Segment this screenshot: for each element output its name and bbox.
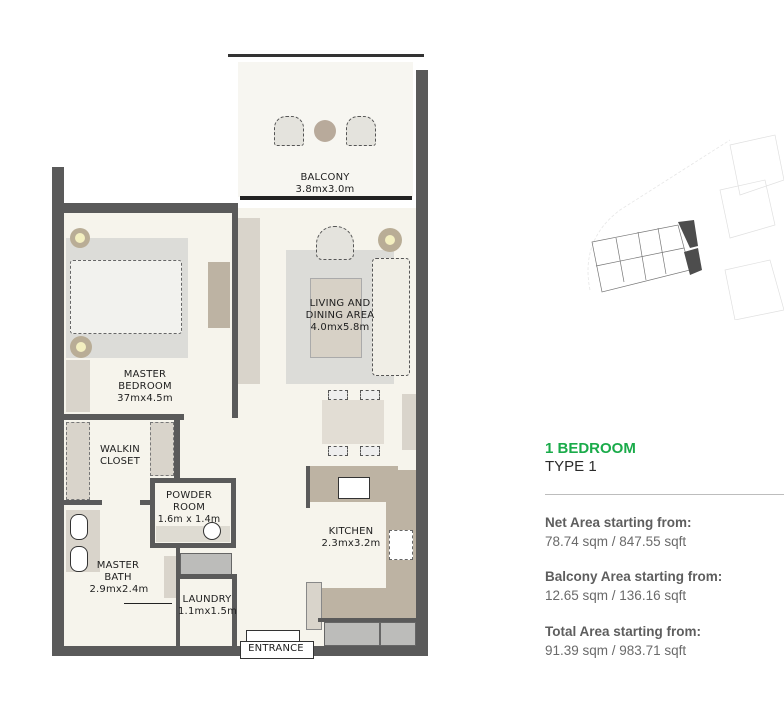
- balcony-chair-right: [346, 116, 376, 146]
- bath-rod: [124, 603, 172, 604]
- walkin-closet-label-2: CLOSET: [99, 456, 141, 467]
- kitchen-hob: [389, 530, 413, 560]
- balcony-table: [314, 120, 336, 142]
- unit-title: 1 BEDROOM: [545, 440, 636, 457]
- wall-bedroom-living: [232, 208, 238, 418]
- living-size: 4.0mx5.8m: [310, 322, 370, 333]
- wall-left: [52, 167, 64, 656]
- balcony-size: 3.8mx3.0m: [295, 184, 355, 195]
- storage-2: [380, 622, 416, 646]
- laundry-label: LAUNDRY: [182, 594, 232, 605]
- key-plan: [580, 120, 784, 321]
- master-bedroom-size: 37mx4.5m: [117, 393, 173, 404]
- bed: [70, 260, 182, 334]
- dining-table: [322, 400, 384, 444]
- balcony-chair-left: [274, 116, 304, 146]
- closet-shelves-left: [66, 422, 90, 500]
- master-bath-label-1: MASTER: [96, 560, 140, 571]
- living-sofa: [372, 258, 410, 376]
- wall-kitchen-left: [306, 466, 310, 508]
- living-label-2: DINING AREA: [305, 310, 375, 321]
- powder-room-sink: [203, 522, 221, 540]
- site-key-plan-icon: [587, 134, 784, 321]
- wall-closet-bottom: [64, 500, 102, 505]
- fridge: [306, 582, 322, 630]
- net-area-value: 78.74 sqm / 847.55 sqft: [545, 534, 687, 549]
- wall-top-bedroom: [52, 203, 238, 213]
- wall-closet-right: [174, 418, 180, 482]
- master-bedroom-label-2: BEDROOM: [118, 381, 172, 392]
- wall-bedroom-bottom: [64, 414, 184, 420]
- laundry-size: 1.1mx1.5m: [178, 606, 238, 617]
- coffee-table: [310, 278, 362, 358]
- wall-storage: [318, 618, 416, 622]
- tv-unit: [238, 218, 260, 384]
- bedroom-desk: [66, 360, 90, 412]
- powder-room-walls: [150, 478, 236, 548]
- kitchen-sink: [338, 477, 370, 499]
- armchair: [316, 226, 354, 260]
- closet-shelves-right: [150, 422, 174, 476]
- balcony-railing: [228, 54, 424, 57]
- wall-right: [416, 200, 428, 656]
- unit-type: TYPE 1: [545, 458, 597, 475]
- wall-closet-bottom-2: [140, 500, 150, 505]
- balcony-area-value: 12.65 sqm / 136.16 sqft: [545, 588, 687, 603]
- kitchen-counter-bottom: [322, 588, 392, 618]
- powder-room-size: 1.6m x 1.4m: [157, 514, 221, 525]
- kitchen-label: KITCHEN: [328, 526, 374, 537]
- laundry-shelf: [180, 553, 232, 575]
- floor-plan: BALCONY 3.8mx3.0m MASTER BEDROOM 37mx4.5…: [52, 54, 428, 659]
- balcony-window: [240, 196, 412, 200]
- master-bath-size: 2.9mx2.4m: [89, 584, 149, 595]
- powder-room-label-1: POWDER: [166, 490, 212, 501]
- living-label-1: LIVING AND: [309, 298, 371, 309]
- entrance-label-box: [240, 641, 314, 659]
- master-bath-label-2: BATH: [104, 572, 132, 583]
- balcony-wall-right: [416, 70, 428, 205]
- wall-laundry-right: [232, 574, 237, 648]
- walkin-closet-label-1: WALKIN: [100, 444, 140, 455]
- bedside-lamp-bottom: [70, 336, 92, 358]
- balcony-label: BALCONY: [300, 172, 350, 183]
- bath-shower-panel: [164, 556, 176, 598]
- balcony-area-label: Balcony Area starting from:: [545, 569, 723, 584]
- bedside-lamp-top: [70, 228, 90, 248]
- net-area-label: Net Area starting from:: [545, 515, 692, 530]
- dining-chair-3: [328, 446, 348, 456]
- master-bedroom-label-1: MASTER: [123, 369, 167, 380]
- wall-laundry-top: [176, 574, 236, 579]
- powder-room-label-2: ROOM: [172, 502, 206, 513]
- dining-chair-4: [360, 446, 380, 456]
- divider: [545, 494, 784, 495]
- total-area-value: 91.39 sqm / 983.71 sqft: [545, 643, 687, 658]
- bedroom-dresser: [208, 262, 230, 328]
- kitchen-size: 2.3mx3.2m: [321, 538, 381, 549]
- storage-1: [324, 622, 380, 646]
- dining-chair-1: [328, 390, 348, 400]
- bath-sink-top: [70, 514, 88, 540]
- dining-chair-2: [360, 390, 380, 400]
- side-console: [402, 394, 416, 450]
- living-lamp: [378, 228, 402, 252]
- total-area-label: Total Area starting from:: [545, 624, 702, 639]
- wall-bath-right: [176, 548, 180, 648]
- bath-sink-bottom: [70, 546, 88, 572]
- entrance-label: ENTRANCE: [248, 643, 304, 654]
